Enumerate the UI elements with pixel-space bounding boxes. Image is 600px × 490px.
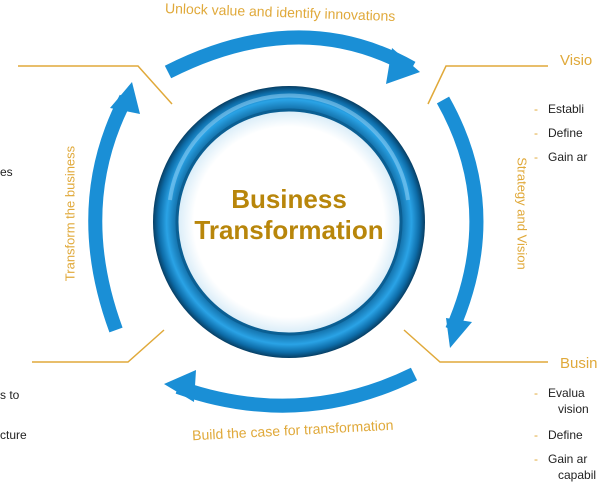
connector-bottom-right [403,329,548,363]
arrow-label-left: Transform the business [62,145,78,282]
panel-business-item-1-line2: vision [558,402,589,416]
left-fragment-bottom-2: cture [0,428,27,442]
left-fragment-bottom-1: s to [0,388,20,402]
panel-business-item-3-line1: Gain ar [548,452,588,466]
arrow-right-arc [436,96,484,333]
panel-vision-item-1-text: Establi [548,102,585,116]
center-title-line1: Business [231,184,347,214]
panel-business-title: Busin [560,355,598,372]
panel-vision-item-2-text: Define [548,126,583,140]
connector-bottom-left [32,329,165,363]
panel-business-item-2: -Define [534,428,583,442]
arrow-head-bottom [164,370,196,402]
connector-lines [18,65,548,363]
panel-business-item-3: -Gain ar [534,452,588,466]
left-fragment-top: es [0,165,13,179]
panel-vision-item-3-text: Gain ar [548,150,588,164]
arrow-top-arc [164,30,416,79]
panel-vision-item-1: -Establi [534,102,585,116]
panel-vision-title: Visio [560,52,593,69]
connector-top-right [427,65,548,105]
center-title: Business Transformation [170,184,408,246]
center-title-line2: Transformation [194,215,384,245]
central-ring [153,86,425,358]
panel-business-item-1: -Evalua [534,386,585,400]
arrow-head-right [446,318,472,348]
connector-top-left [18,65,173,105]
arrow-head-left [110,82,140,114]
panel-business-item-3-line2: capabil [558,468,597,482]
arrow-heads [110,48,472,402]
panel-business-item-2-line1: Define [548,428,583,442]
panel-business-item-3-cont: capabil [558,468,596,483]
panel-business-item-1-line1: Evalua [548,386,585,400]
arrow-head-top [386,48,420,84]
panel-vision-item-3: -Gain ar [534,150,588,164]
arrow-left-arc [88,94,133,333]
arrow-bottom-arc [175,367,418,413]
panel-vision-item-2: -Define [534,126,583,140]
panel-business-item-1-cont: vision [558,402,589,417]
cycle-arrows [88,30,484,413]
arrow-label-right: Strategy and Vision [514,157,530,270]
